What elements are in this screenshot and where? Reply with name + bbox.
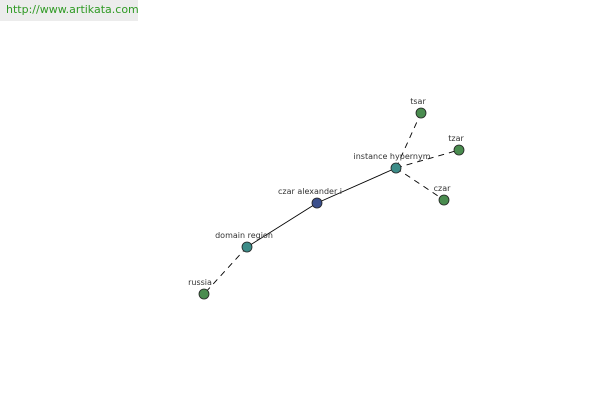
edge-instance-hypernym-to-czar <box>395 167 445 201</box>
node-instance-hypernym[interactable] <box>390 162 402 174</box>
node-domain-region[interactable] <box>241 241 253 253</box>
edge-czar-alexander-to-instance-hypernym <box>316 167 397 204</box>
node-label-instance-hypernym: instance hypernym <box>354 152 431 161</box>
graph-labels: czar alexander i instance hypernym domain … <box>188 97 464 287</box>
source-url-text: http://www.artikata.com <box>6 3 139 16</box>
node-tsar[interactable] <box>415 107 427 119</box>
node-label-tzar: tzar <box>448 134 464 143</box>
node-label-czar: czar <box>434 184 452 193</box>
node-czar[interactable] <box>438 194 450 206</box>
source-url-banner[interactable]: http://www.artikata.com <box>0 0 139 21</box>
node-label-domain-region: domain region <box>215 231 273 240</box>
node-label-czar-alexander: czar alexander i <box>278 187 342 196</box>
node-czar-alexander[interactable] <box>311 197 323 209</box>
graph-edges <box>203 112 460 295</box>
node-tzar[interactable] <box>453 144 465 156</box>
node-label-russia: russia <box>188 278 212 287</box>
node-russia[interactable] <box>198 288 210 300</box>
edge-czar-alexander-to-domain-region <box>246 202 318 248</box>
node-label-tsar: tsar <box>410 97 426 106</box>
graph-nodes <box>198 107 465 300</box>
